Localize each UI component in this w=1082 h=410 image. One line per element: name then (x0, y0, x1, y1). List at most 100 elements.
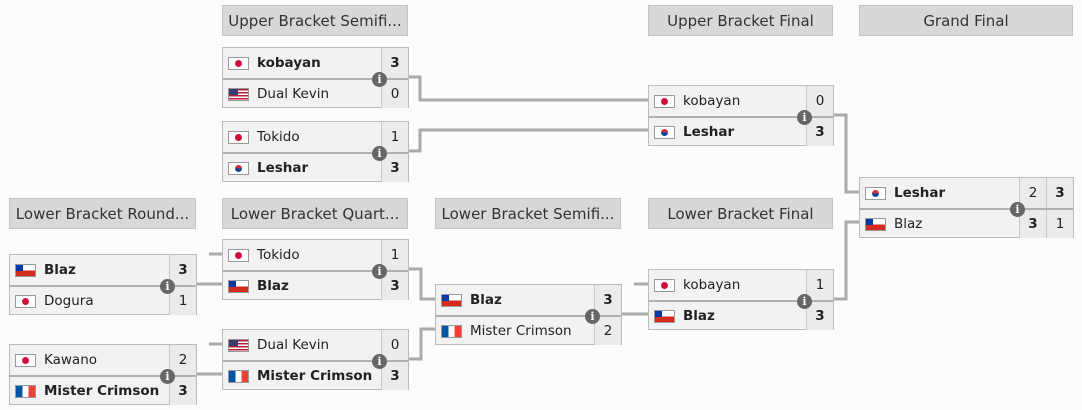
player-cell: kobayan (649, 277, 806, 293)
player-cell: Leshar (649, 124, 806, 140)
player-cell: Dual Kevin (223, 337, 381, 353)
match-info-icon[interactable]: i (372, 264, 387, 279)
player-name[interactable]: kobayan (683, 277, 741, 293)
player-cell: Mister Crimson (10, 383, 169, 399)
match-info-icon[interactable]: i (372, 354, 387, 369)
match-info-icon[interactable]: i (372, 72, 387, 87)
player-score: 2 (1019, 178, 1046, 208)
player-name[interactable]: Mister Crimson (257, 368, 373, 384)
player-cell: Mister Crimson (436, 323, 594, 339)
round-header-lbr1: Lower Bracket Round... (9, 198, 196, 229)
player-name[interactable]: kobayan (683, 93, 741, 109)
flag-jp-icon (654, 94, 675, 108)
player-score: 3 (1019, 210, 1046, 238)
player-name[interactable]: Dogura (44, 293, 94, 309)
flag-jp-icon (15, 353, 36, 367)
match-info-icon[interactable]: i (797, 294, 812, 309)
player-name[interactable]: Blaz (44, 262, 76, 278)
player-score: 3 (1046, 178, 1073, 208)
player-score: 0 (381, 330, 408, 360)
round-header-ubf: Upper Bracket Final (648, 5, 833, 36)
player-score: 3 (806, 302, 833, 330)
player-name[interactable]: Blaz (470, 292, 502, 308)
player-cell: Tokido (223, 247, 381, 263)
player-name[interactable]: Kawano (44, 352, 98, 368)
player-cell: kobayan (649, 93, 806, 109)
player-row[interactable]: Dual Kevin 0 (223, 330, 408, 360)
flag-us-icon (228, 87, 249, 101)
player-name[interactable]: Mister Crimson (470, 323, 572, 339)
flag-cl-icon (15, 263, 36, 277)
player-row[interactable]: Blaz 3 (10, 255, 196, 285)
player-cell: Blaz (223, 278, 381, 294)
flag-us-icon (228, 338, 249, 352)
flag-kr-icon (654, 125, 675, 139)
player-name[interactable]: Leshar (894, 185, 946, 201)
player-score: 2 (594, 317, 621, 345)
player-name[interactable]: Blaz (257, 278, 289, 294)
player-name[interactable]: Dual Kevin (257, 86, 330, 102)
player-name[interactable]: Dual Kevin (257, 337, 330, 353)
player-name[interactable]: kobayan (257, 55, 321, 71)
flag-fr-icon (15, 384, 36, 398)
flag-kr-icon (865, 186, 886, 200)
match-info-icon[interactable]: i (372, 146, 387, 161)
round-header-lbf: Lower Bracket Final (648, 198, 833, 229)
flag-jp-icon (228, 248, 249, 262)
flag-cl-icon (865, 217, 886, 231)
round-header-lbsf: Lower Bracket Semifi... (435, 198, 621, 229)
player-name[interactable]: Mister Crimson (44, 383, 160, 399)
flag-fr-icon (441, 324, 462, 338)
player-score: 3 (169, 255, 196, 285)
match-info-icon[interactable]: i (797, 110, 812, 125)
player-name[interactable]: Tokido (257, 129, 300, 145)
player-cell: Blaz (436, 292, 594, 308)
player-name[interactable]: Tokido (257, 247, 300, 263)
match-info-icon[interactable]: i (160, 279, 175, 294)
flag-cl-icon (441, 293, 462, 307)
player-score: 3 (381, 272, 408, 300)
match-info-icon[interactable]: i (1010, 202, 1025, 217)
player-name[interactable]: Blaz (894, 216, 923, 232)
match-info-icon[interactable]: i (585, 309, 600, 324)
player-score: 1 (169, 287, 196, 315)
round-header-gf: Grand Final (859, 5, 1073, 36)
player-name[interactable]: Blaz (683, 308, 715, 324)
player-name[interactable]: Leshar (683, 124, 735, 140)
player-score: 0 (381, 80, 408, 108)
player-name[interactable]: Leshar (257, 160, 309, 176)
player-cell: Tokido (223, 129, 381, 145)
player-cell: Dual Kevin (223, 86, 381, 102)
player-score: 1 (1046, 210, 1073, 238)
match-info-icon[interactable]: i (160, 369, 175, 384)
